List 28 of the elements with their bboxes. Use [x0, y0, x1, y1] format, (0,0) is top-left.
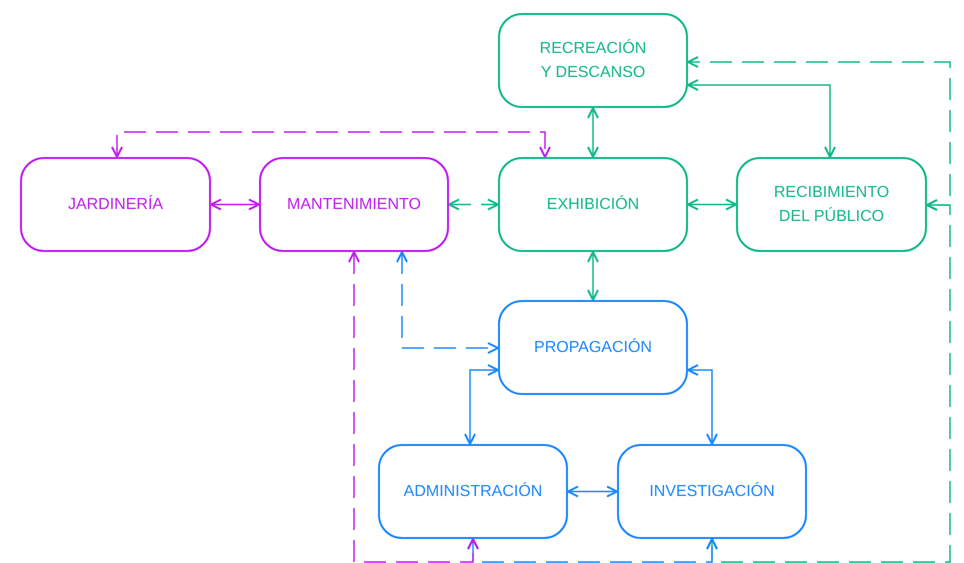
process-box [20, 157, 211, 252]
arrow [210, 198, 260, 210]
arrow [687, 198, 737, 210]
box-label: RECIBIMIENTO DEL PÚBLICO [772, 183, 890, 226]
box-label: EXHIBICIÓN [546, 194, 640, 215]
dashed-arrow [348, 251, 479, 563]
box-label: MANTENIMIENTO [286, 194, 422, 215]
box-label: ADMINISTRACIÓN [402, 481, 544, 502]
arrow [587, 251, 599, 301]
arrow [464, 364, 499, 445]
box-label: JARDINERÍA [66, 194, 164, 215]
box-label: RECREACIÓN Y DESCANSO [538, 38, 648, 82]
process-box [498, 300, 688, 395]
process-box [378, 444, 568, 539]
dashed-arrow [396, 251, 499, 354]
box-label: PROPAGACIÓN [533, 337, 653, 358]
process-box [498, 157, 688, 252]
process-box [498, 13, 688, 108]
process-box [617, 444, 807, 539]
arrow [687, 364, 718, 445]
arrow [567, 486, 618, 498]
process-box [259, 157, 449, 252]
box-label: INVESTIGACIÓN [648, 481, 776, 502]
arrow [587, 107, 599, 158]
arrow [687, 79, 836, 158]
dashed-arrow [111, 131, 551, 158]
process-box [736, 157, 927, 252]
dashed-arrow [448, 198, 499, 210]
